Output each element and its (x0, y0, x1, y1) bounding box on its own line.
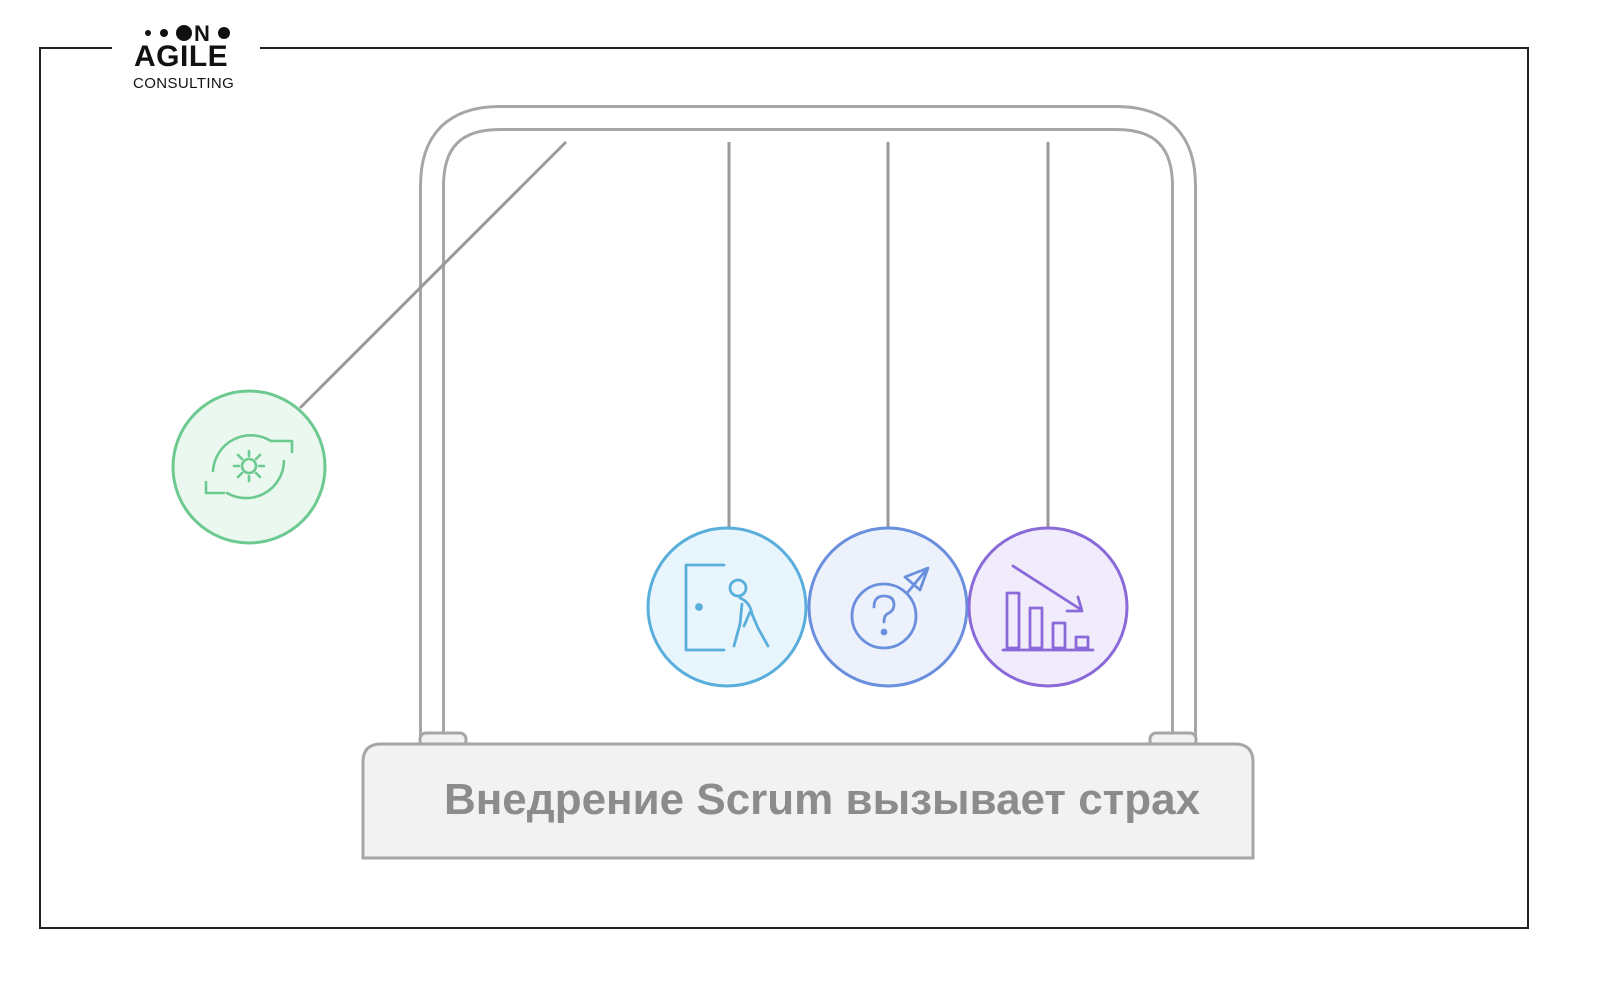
diagram-title: Внедрение Scrum вызывает страх (443, 775, 1201, 824)
brand-logo: N AGILE CONSULTING (112, 16, 260, 98)
person-leaving-door-icon (684, 563, 770, 652)
ball-declining-results (967, 526, 1129, 688)
strings (298, 140, 1050, 528)
declining-bar-chart-icon (1001, 564, 1095, 652)
logo-subtitle: CONSULTING (133, 75, 235, 92)
ball-person-leaving (646, 526, 808, 688)
base-plinth (361, 742, 1255, 860)
svg-text:N: N (194, 22, 210, 44)
agile-cycle-gear-icon (204, 433, 294, 500)
logo-word: AGILE (134, 40, 229, 73)
logo-dots-icon: N (145, 22, 230, 44)
ball-agile-cycle (171, 389, 327, 545)
string-raised-ball (298, 140, 568, 410)
outer-border (39, 47, 1529, 929)
question-mark-uncertainty-icon (850, 566, 930, 650)
ball-uncertainty (807, 526, 969, 688)
